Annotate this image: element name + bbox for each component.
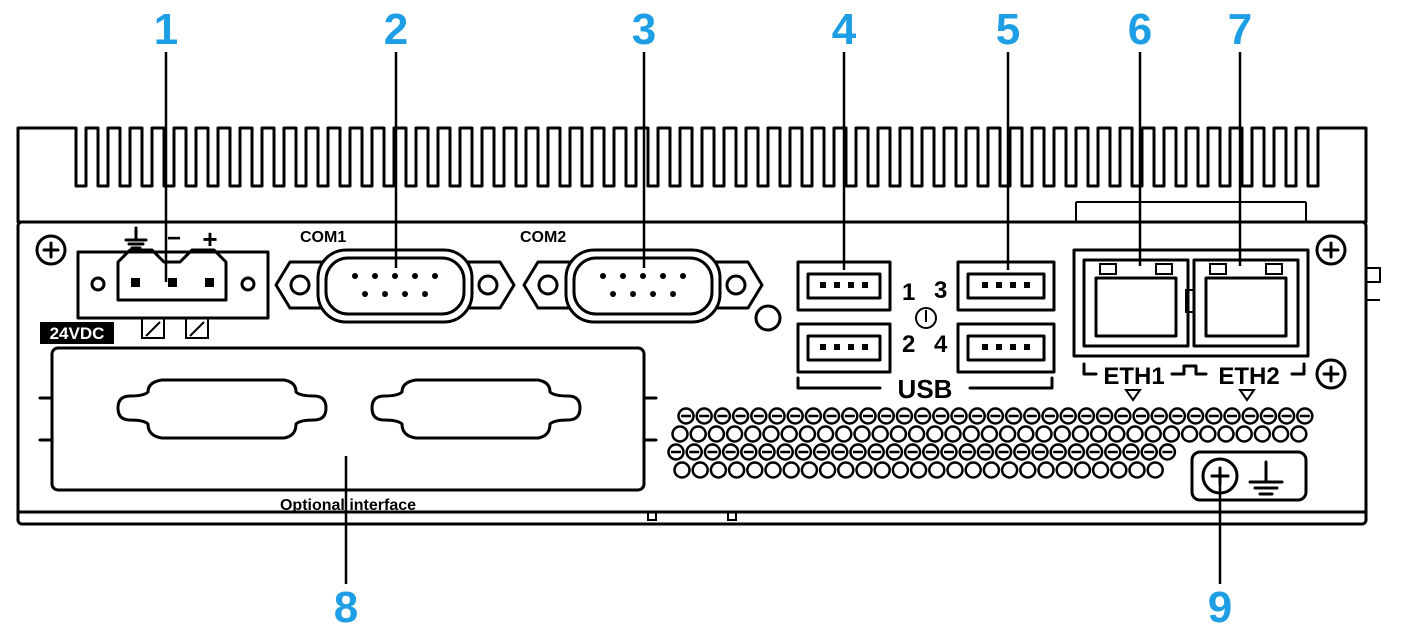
usb-port-2-label: 2 [902,331,915,358]
power-rating-box [40,322,114,344]
callout-4: 4 [832,5,857,54]
screw-icon [35,234,67,266]
power-connector [76,248,270,339]
callout-7: 7 [1228,5,1252,54]
callout-2: 2 [384,5,408,54]
ethernet-ports: ETH1 ETH2 [1072,248,1310,402]
eth2-label: ETH2 [1218,363,1279,390]
callout-3: 3 [632,5,656,54]
callout-9: 9 [1208,583,1232,632]
optional-interface-slot: Optional interface [38,346,658,514]
ground-screw-icon [1190,450,1308,502]
usb-port-4-label: 4 [934,331,948,358]
callout-6: 6 [1128,5,1152,54]
com2-port: COM2 [520,229,782,332]
com1-label: COM1 [300,229,346,246]
com1-port: COM1 [274,229,516,324]
front-plate [16,220,1368,526]
callout-5: 5 [996,5,1020,54]
com2-label: COM2 [520,229,566,246]
callout-1: 1 [154,5,178,54]
power-plus-label: + [202,224,217,254]
callout-8: 8 [334,583,358,632]
screw-icon [1315,358,1347,390]
power-minus-label: − [167,225,181,252]
dsub-pins [352,273,686,297]
chassis-outline [16,126,1368,224]
screw-icon [1315,234,1347,266]
usb-ports: 1 2 3 4 USB [796,260,1056,404]
power-rating-label: 24VDC [50,324,105,343]
ventilation-grille [667,407,1314,479]
usb-port-1-label: 1 [902,279,915,306]
usb-label: USB [898,374,953,404]
leader-lines [164,52,1242,584]
ground-icon [124,226,148,250]
usb-port-3-label: 3 [934,277,947,304]
optional-interface-label: Optional interface [280,497,416,514]
eth1-label: ETH1 [1103,363,1164,390]
